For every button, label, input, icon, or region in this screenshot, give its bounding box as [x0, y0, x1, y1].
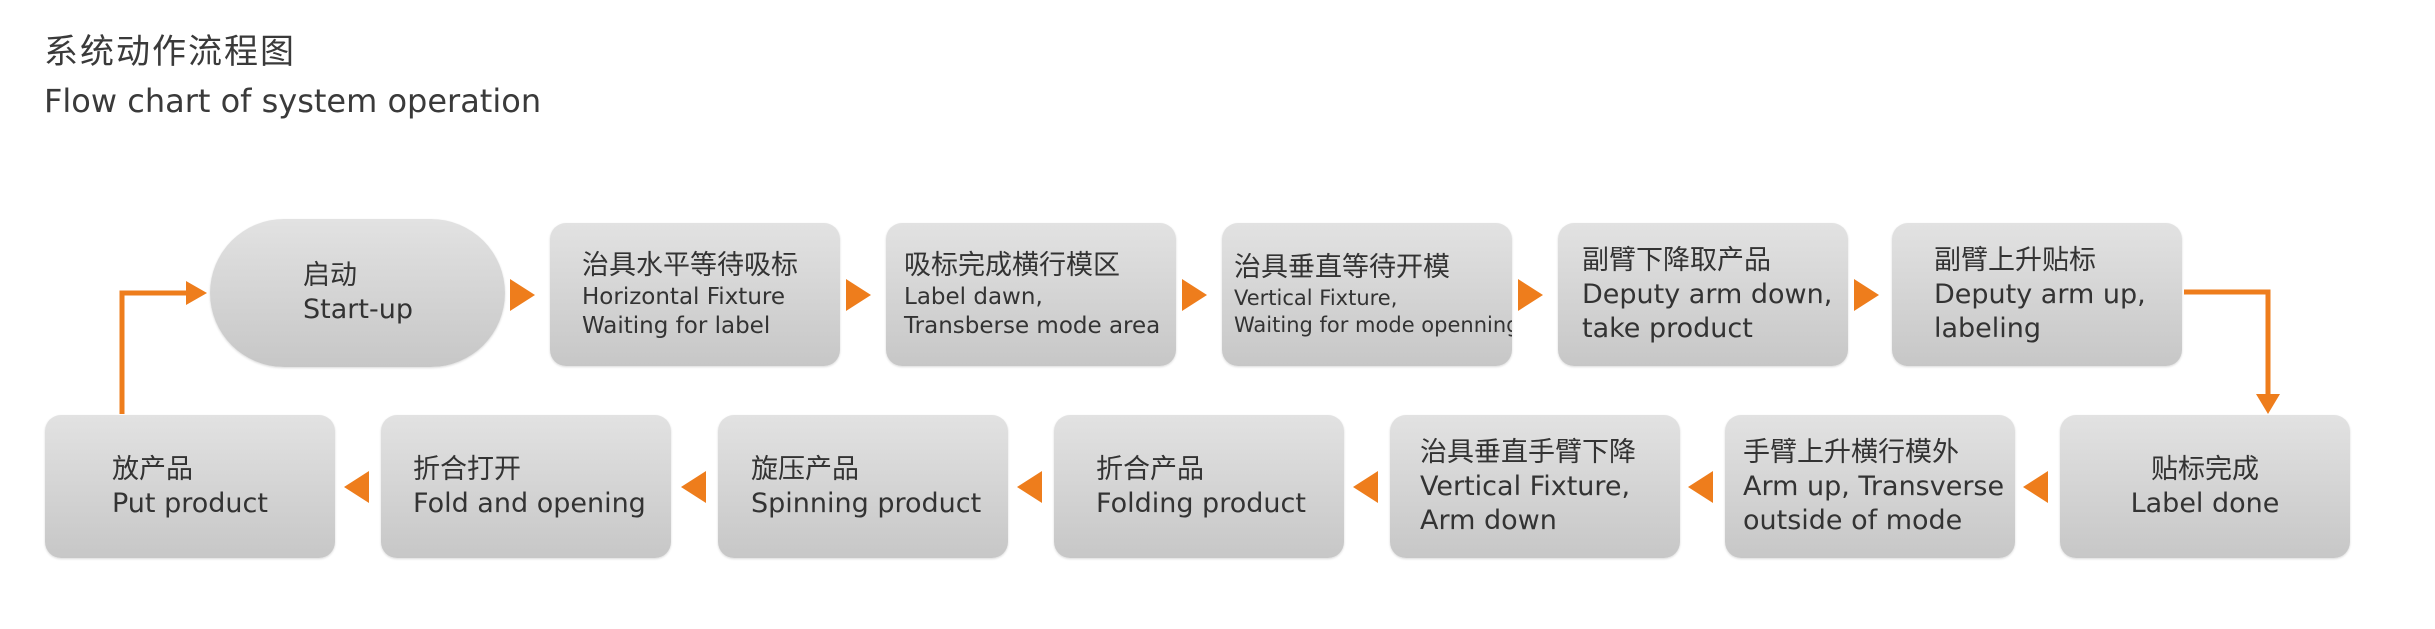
node-label-dawn-en2: Transberse mode area	[904, 312, 1161, 339]
node-vertical-fixture-waiting-zh: 治具垂直等待开模	[1234, 251, 1450, 283]
node-arm-up-transverse-en: Arm up, Transverse	[1743, 470, 2005, 502]
node-fold-and-opening-zh: 折合打开	[413, 453, 521, 485]
node-deputy-arm-down-en: Deputy arm down,	[1582, 278, 1833, 310]
arrow-deputy-up-to-label-done	[2184, 289, 2280, 414]
node-start-up-en: Start-up	[303, 294, 413, 325]
node-vertical-fixture-arm-down-zh: 治具垂直手臂下降	[1420, 436, 1636, 468]
node-fold-and-opening-en: Fold and opening	[413, 487, 646, 519]
arrow-vertical-arm-down-to-folding	[1353, 471, 1378, 503]
title-chinese: 系统动作流程图	[44, 32, 296, 72]
node-deputy-arm-up-en2: labeling	[1934, 312, 2042, 344]
node-put-product-zh: 放产品	[112, 453, 193, 485]
node-spinning-product-zh: 旋压产品	[751, 453, 859, 485]
node-spinning-product: 旋压产品 Spinning product	[718, 415, 1008, 558]
arrow-start-to-horizontal	[510, 279, 535, 311]
node-folding-product-zh: 折合产品	[1096, 453, 1204, 485]
node-start-up-zh: 启动	[303, 260, 357, 291]
node-label-dawn-zh: 吸标完成横行模区	[904, 249, 1120, 281]
arrow-spinning-to-fold-opening	[681, 471, 706, 503]
arrow-horizontal-to-label-dawn	[846, 279, 871, 311]
node-vertical-fixture-waiting-en2: Waiting for mode openning	[1234, 312, 1512, 337]
node-start-up: 启动 Start-up	[210, 219, 505, 367]
node-deputy-arm-up-en: Deputy arm up,	[1934, 278, 2146, 310]
node-fold-and-opening: 折合打开 Fold and opening	[381, 415, 671, 558]
node-deputy-arm-down-zh: 副臂下降取产品	[1582, 244, 1771, 276]
node-folding-product: 折合产品 Folding product	[1054, 415, 1344, 558]
node-arm-up-transverse-zh: 手臂上升横行模外	[1743, 436, 1959, 468]
node-spinning-product-en: Spinning product	[751, 487, 982, 519]
arrow-label-dawn-to-vertical	[1182, 279, 1207, 311]
arrow-folding-to-spinning	[1017, 471, 1042, 503]
arrow-deputy-down-to-deputy-up	[1854, 279, 1879, 311]
node-deputy-arm-down: 副臂下降取产品 Deputy arm down, take product	[1558, 223, 1848, 366]
title-english: Flow chart of system operation	[44, 82, 542, 120]
node-label-dawn: 吸标完成横行模区 Label dawn, Transberse mode are…	[886, 223, 1176, 366]
node-label-done: 贴标完成 Label done	[2060, 415, 2350, 558]
node-put-product: 放产品 Put product	[45, 415, 335, 558]
node-horizontal-fixture-zh: 治具水平等待吸标	[582, 249, 798, 281]
arrow-arm-up-to-vertical-arm-down	[1688, 471, 1713, 503]
node-vertical-fixture-arm-down-en: Vertical Fixture,	[1420, 470, 1631, 502]
node-put-product-en: Put product	[112, 487, 268, 519]
node-arm-up-transverse-en2: outside of mode	[1743, 504, 1963, 536]
node-horizontal-fixture-en2: Waiting for label	[582, 312, 771, 339]
node-vertical-fixture-arm-down: 治具垂直手臂下降 Vertical Fixture, Arm down	[1390, 415, 1680, 558]
node-label-done-zh: 贴标完成	[2151, 453, 2259, 485]
node-arm-up-transverse: 手臂上升横行模外 Arm up, Transverse outside of m…	[1725, 415, 2015, 558]
node-vertical-fixture-arm-down-en2: Arm down	[1420, 504, 1557, 536]
node-label-done-en: Label done	[2130, 487, 2280, 519]
node-vertical-fixture-waiting-en: Vertical Fixture,	[1234, 285, 1398, 310]
node-deputy-arm-up: 副臂上升贴标 Deputy arm up, labeling	[1892, 223, 2182, 366]
arrow-vertical-to-deputy-down	[1518, 279, 1543, 311]
arrow-put-to-start	[119, 281, 207, 414]
node-label-dawn-en: Label dawn,	[904, 283, 1043, 310]
node-vertical-fixture-waiting: 治具垂直等待开模 Vertical Fixture, Waiting for m…	[1222, 223, 1512, 366]
node-folding-product-en: Folding product	[1096, 487, 1306, 519]
arrow-label-done-to-arm-up	[2023, 471, 2048, 503]
node-horizontal-fixture-en: Horizontal Fixture	[582, 283, 786, 310]
arrow-fold-opening-to-put	[344, 471, 369, 503]
node-horizontal-fixture: 治具水平等待吸标 Horizontal Fixture Waiting for …	[550, 223, 840, 366]
node-deputy-arm-down-en2: take product	[1582, 312, 1753, 344]
node-deputy-arm-up-zh: 副臂上升贴标	[1934, 244, 2096, 276]
